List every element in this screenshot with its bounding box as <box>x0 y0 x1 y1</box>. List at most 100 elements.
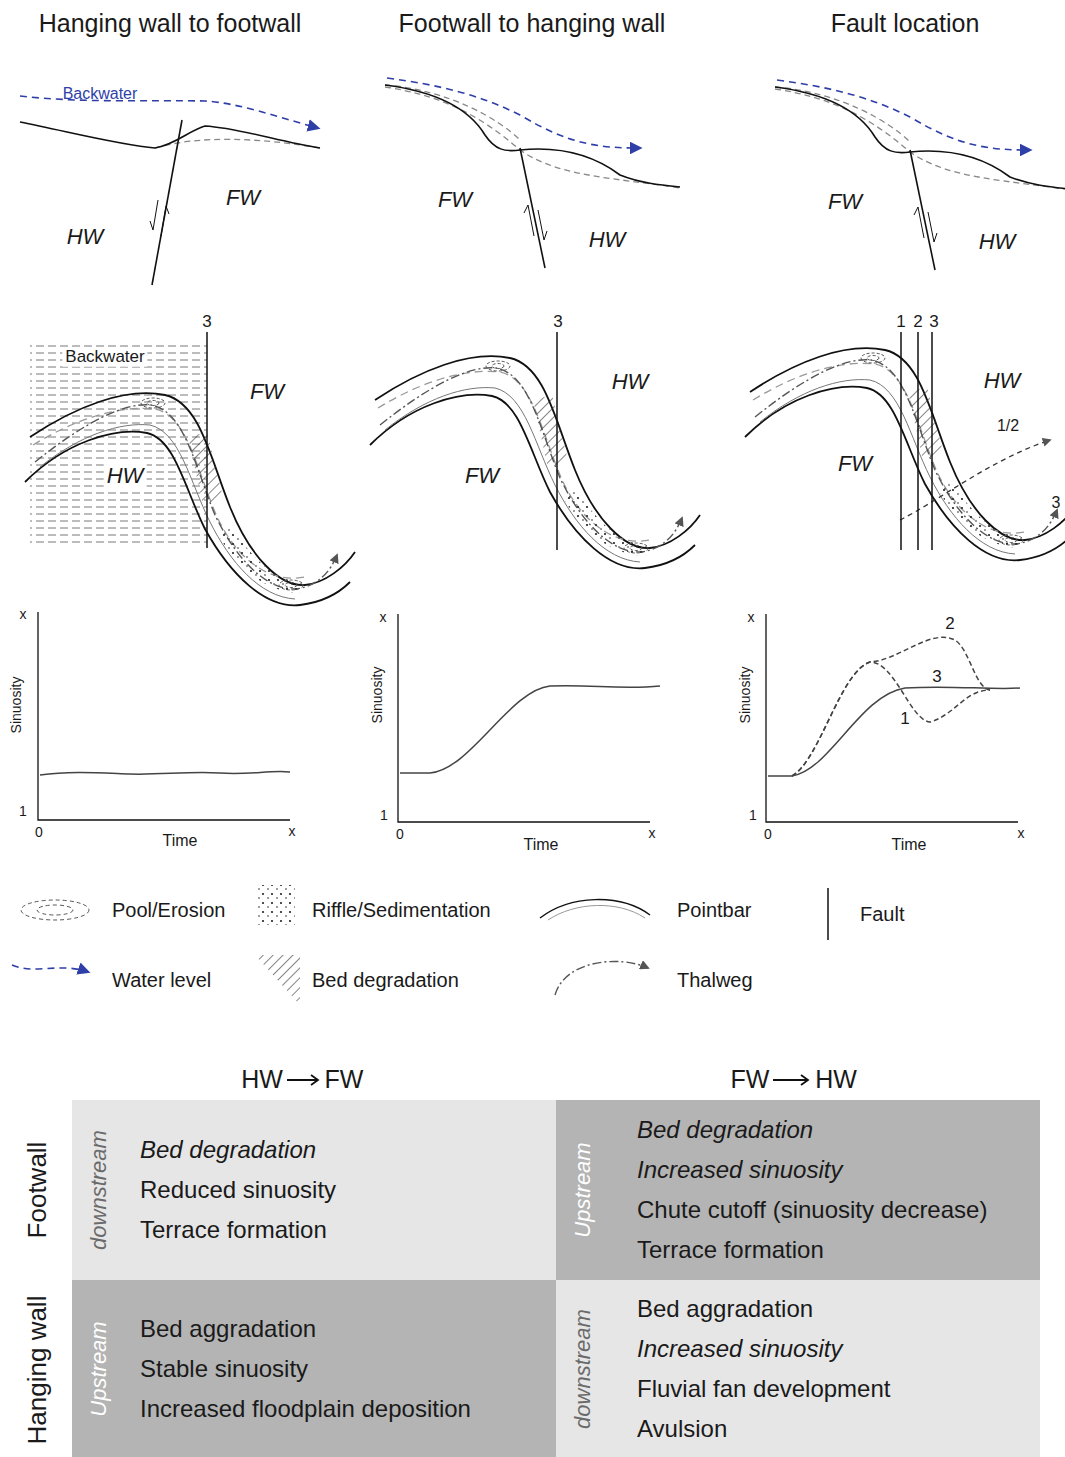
legend-text: Pointbar <box>677 899 752 921</box>
figure-label: Time <box>163 832 198 850</box>
drawing-line <box>827 888 829 940</box>
figure-label: 1 <box>900 710 909 729</box>
drawing-path <box>766 614 1018 822</box>
drawing-path <box>150 200 158 230</box>
figure-label: Backwater <box>63 85 138 103</box>
legend-text: Bed degradation <box>312 969 459 991</box>
drawing-path <box>20 122 320 148</box>
figure-label: HW <box>979 230 1016 254</box>
row-label: Hanging wall <box>23 1296 52 1445</box>
cell-body: Bed degradationReduced sinuosityTerrace … <box>140 1100 556 1280</box>
effect-text: Reduced sinuosity <box>140 1170 556 1210</box>
figure-label: Backwater <box>62 348 147 367</box>
figure-label: Time <box>892 836 927 854</box>
drawing-path <box>12 965 88 972</box>
figure-label: HW <box>589 228 626 252</box>
column-title: Hanging wall to footwall <box>39 10 302 38</box>
column-title: Fault location <box>831 10 980 38</box>
drawing-line <box>931 332 933 550</box>
figure-label: x <box>649 826 656 841</box>
figure-label: Sinuosity <box>738 667 753 724</box>
figure-label: FW <box>438 188 472 212</box>
figure-label: HW <box>241 1066 283 1094</box>
figure-label: x <box>20 607 27 622</box>
table-cell: downstreamBed aggradationIncreased sinuo… <box>556 1280 1040 1457</box>
drawing-path <box>40 772 290 775</box>
cell-body: Bed aggradationStable sinuosityIncreased… <box>140 1280 556 1457</box>
header-arrows <box>287 1075 808 1085</box>
drawing-path <box>287 1075 318 1085</box>
figure-label: 1 <box>380 808 388 823</box>
figure-label: x <box>289 824 296 839</box>
figure-label: 0 <box>35 825 43 840</box>
drawing-path <box>792 637 990 776</box>
cross-section-2 <box>385 78 680 268</box>
figure-label: 3 <box>202 313 211 332</box>
figure-label: x <box>380 610 387 625</box>
meander-plan-1 <box>25 393 355 605</box>
position-label: Upstream <box>86 1321 112 1416</box>
figure-label: FW <box>838 452 872 476</box>
drawing-line <box>900 332 902 550</box>
table-cell: downstream Bed degradationReduced sinuosi… <box>72 1100 556 1280</box>
effect-text: Increased floodplain deposition <box>140 1389 556 1429</box>
effect-text: Increased sinuosity <box>637 1150 1040 1190</box>
position-label: Upstream <box>570 1142 596 1237</box>
figure-label: Sinuosity <box>9 677 24 734</box>
drawing-path <box>792 662 990 776</box>
drawing-path <box>255 955 300 1005</box>
drawing-line <box>152 120 182 285</box>
drawing-line <box>206 332 208 548</box>
meander-plan-3 <box>745 348 1065 560</box>
figure-label: FW <box>465 464 499 488</box>
chart-axes <box>38 612 1018 822</box>
figure-label: HW <box>815 1066 857 1094</box>
figure-label: x <box>1018 826 1025 841</box>
effect-text: Terrace formation <box>637 1230 1040 1270</box>
effect-text: Avulsion <box>637 1409 1040 1449</box>
figure-label: FW <box>731 1066 770 1094</box>
figure-label: 3 <box>932 668 941 687</box>
drawing-path <box>398 614 650 822</box>
figure-label: Time <box>524 836 559 854</box>
figure-label: 1 <box>749 808 757 823</box>
figure-label: FW <box>325 1066 364 1094</box>
row-label: Footwall <box>23 1142 52 1239</box>
table-cell: Upstream Bed degradationIncreased sinuosi… <box>556 1100 1040 1280</box>
figure-label: 3 <box>553 313 562 332</box>
legend-samples <box>12 885 828 1005</box>
figure-label: FW <box>250 380 284 404</box>
meander-plan-2 <box>370 356 700 568</box>
fault-lines <box>207 332 932 550</box>
drawing-path <box>161 206 169 236</box>
legend-text: Water level <box>112 969 211 991</box>
figure-label: Sinuosity <box>370 667 385 724</box>
effect-text: Terrace formation <box>140 1210 556 1250</box>
drawing-line <box>917 332 919 550</box>
drawing-rect <box>255 885 295 925</box>
figure-label: 0 <box>764 827 772 842</box>
position-label: downstream <box>570 1309 596 1429</box>
effect-text: Chute cutoff (sinuosity decrease) <box>637 1190 1040 1230</box>
figure-label: 1 <box>19 804 27 819</box>
effect-text: Bed degradation <box>140 1130 556 1170</box>
drawing-path <box>548 905 645 920</box>
cross-section-3 <box>775 80 1065 270</box>
cell-body: Bed degradationIncreased sinuosityChute … <box>637 1100 1040 1280</box>
figure-label: 2 <box>913 313 922 332</box>
legend-text: Riffle/Sedimentation <box>312 899 491 921</box>
effect-text: Bed degradation <box>637 1110 1040 1150</box>
drawing-path <box>400 686 660 773</box>
column-title: Footwall to hanging wall <box>399 10 666 38</box>
chart-curves <box>40 637 1020 776</box>
effect-text: Stable sinuosity <box>140 1349 556 1389</box>
effect-text: Bed aggradation <box>140 1309 556 1349</box>
table-cell: Upstream Bed aggradationStable sinuosityI… <box>72 1280 556 1457</box>
figure-label: 3 <box>929 313 938 332</box>
position-label: downstream <box>86 1130 112 1250</box>
backwater-area <box>30 345 207 545</box>
figure-label: 1 <box>896 313 905 332</box>
figure-label: HW <box>984 369 1021 393</box>
